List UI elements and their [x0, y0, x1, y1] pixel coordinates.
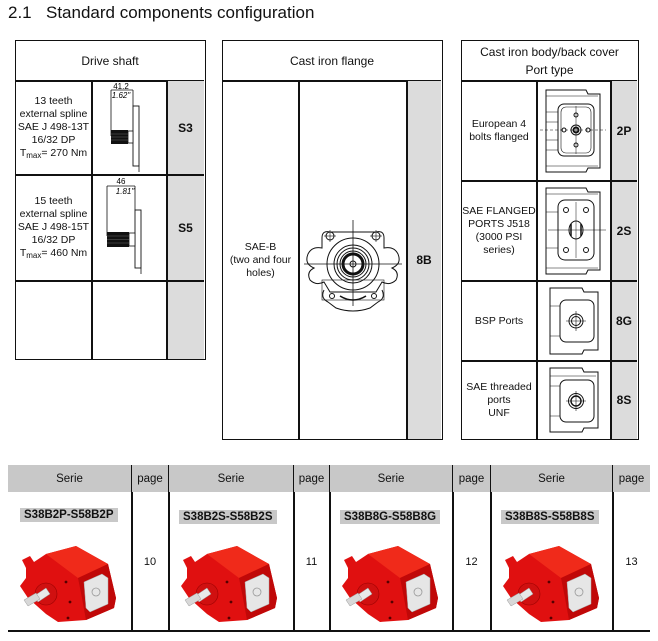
tmax-value: Tmax= 460 Nm: [19, 246, 88, 260]
serie-cell-1: S38B2P-S58B2P: [8, 493, 131, 630]
dim-in: 1.62": [112, 91, 132, 100]
section-number: 2.1: [8, 3, 32, 22]
flange-code-8b: 8B: [416, 253, 432, 267]
col-header-page-1: page: [132, 465, 168, 492]
port-drawing-8g: [538, 282, 610, 360]
body-header: Cast iron body/back cover Port type: [480, 45, 619, 77]
port-desc-8s: SAE threaded ports UNF: [466, 381, 532, 419]
port-code-8g: 8G: [615, 313, 632, 328]
flange-drawing: [300, 82, 406, 439]
port-desc-8g: BSP Ports: [474, 314, 524, 327]
flange-desc: SAE-B (two and four holes): [229, 241, 292, 279]
port-code-2p: 2P: [616, 123, 632, 138]
drive-shaft-row-s5-desc: 15 teeth external spline SAE J 498-15T 1…: [17, 194, 90, 260]
section-heading: Standard components configuration: [46, 3, 315, 22]
serie-cell-4: S38B8S-S58B8S: [491, 493, 612, 630]
shaft-drawing-s3: 41.2 1.62": [93, 82, 165, 174]
flange-table: Cast iron flange SAE-B (two and four hol…: [222, 40, 443, 440]
col-header-serie-1: Serie: [8, 465, 131, 492]
dim-mm: 41.2: [113, 82, 129, 91]
page-number: 12: [465, 555, 478, 568]
port-desc-2p: European 4 bolts flanged: [469, 118, 529, 143]
page-number: 11: [305, 555, 318, 568]
drive-shaft-code-s5: S5: [178, 220, 193, 235]
col-header-serie-3: Serie: [330, 465, 452, 492]
page-number: 10: [143, 555, 157, 568]
pump-image: [16, 538, 126, 623]
col-header-page-2: page: [294, 465, 329, 492]
serie-label: S38B2P-S58B2P: [20, 508, 118, 522]
port-code-2s: 2S: [616, 223, 632, 238]
serie-label: S38B2S-S58B2S: [179, 510, 277, 524]
pump-image: [338, 538, 448, 623]
serie-label: S38B8S-S58B8S: [501, 510, 599, 524]
shaft-drawing-s5: 46 1.81": [93, 176, 165, 280]
dim-mm: 46: [117, 177, 126, 186]
col-header-serie-2: Serie: [169, 465, 293, 492]
section-title: 2.1 Standard components configuration: [8, 3, 314, 23]
body-port-table: Cast iron body/back cover Port type Euro…: [461, 40, 639, 440]
port-drawing-2p: [538, 82, 610, 180]
port-drawing-8s: [538, 362, 610, 439]
drive-shaft-code-s3: S3: [178, 120, 193, 135]
port-code-8s: 8S: [616, 393, 632, 407]
drive-shaft-header: Drive shaft: [81, 54, 139, 68]
tmax-value: Tmax= 270 Nm: [19, 146, 88, 160]
series-table: Serie page Serie page Serie page Serie p…: [8, 465, 650, 632]
col-header-page-3: page: [453, 465, 490, 492]
drive-shaft-table: Drive shaft 13 teeth external spline SAE…: [15, 40, 206, 360]
dim-in: 1.81": [116, 187, 136, 196]
drive-shaft-row-s3-desc: 13 teeth external spline SAE J 498-13T 1…: [17, 94, 90, 160]
pump-image: [499, 538, 609, 623]
serie-cell-3: S38B8G-S58B8G: [330, 493, 452, 630]
page-number: 13: [625, 555, 638, 568]
col-header-serie-4: Serie: [491, 465, 612, 492]
serie-cell-2: S38B2S-S58B2S: [169, 493, 293, 630]
port-drawing-2s: [538, 182, 610, 280]
flange-header: Cast iron flange: [289, 54, 375, 68]
col-header-page-4: page: [613, 465, 650, 492]
port-desc-2s: SAE FLANGED PORTS J518 (3000 PSI series): [462, 205, 536, 256]
pump-image: [177, 538, 287, 623]
serie-label: S38B8G-S58B8G: [340, 510, 441, 524]
